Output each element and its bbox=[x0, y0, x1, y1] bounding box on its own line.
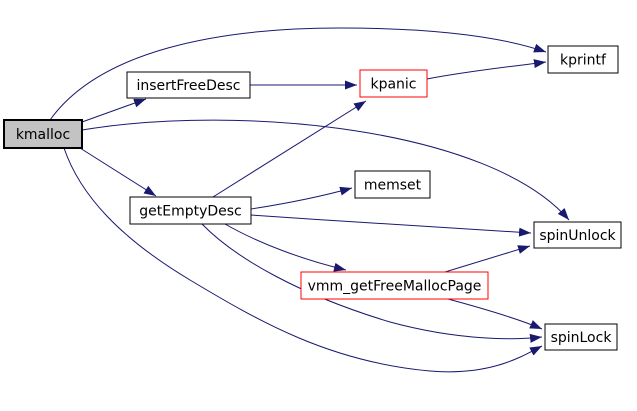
node-label-spinLock: spinLock bbox=[551, 330, 613, 346]
node-kmalloc[interactable]: kmalloc bbox=[3, 119, 83, 149]
node-box-spinLock[interactable] bbox=[544, 323, 618, 351]
node-box-kmalloc[interactable] bbox=[3, 119, 83, 149]
node-label-kprintf: kprintf bbox=[560, 53, 607, 69]
edge-kmalloc-spinUnlock bbox=[81, 119, 570, 221]
edge-vmm_getFreeMallocPage-spinLock bbox=[447, 298, 543, 330]
node-label-memset: memset bbox=[364, 178, 422, 194]
edge-kmalloc-kprintf bbox=[49, 27, 547, 121]
node-getEmptyDesc[interactable]: getEmptyDesc bbox=[129, 196, 252, 225]
node-insertFreeDesc[interactable]: insertFreeDesc bbox=[126, 71, 251, 99]
edge-getEmptyDesc-memset bbox=[250, 186, 353, 210]
node-label-getEmptyDesc: getEmptyDesc bbox=[139, 204, 242, 220]
node-spinLock[interactable]: spinLock bbox=[544, 323, 618, 351]
node-spinUnlock[interactable]: spinUnlock bbox=[533, 221, 622, 249]
edge-kmalloc-getEmptyDesc bbox=[79, 147, 157, 197]
edge-kmalloc-insertFreeDesc bbox=[81, 98, 147, 123]
node-memset[interactable]: memset bbox=[354, 170, 431, 199]
edge-getEmptyDesc-kpanic bbox=[212, 100, 367, 198]
node-label-kmalloc: kmalloc bbox=[16, 127, 70, 143]
node-vmm_getFreeMallocPage[interactable]: vmm_getFreeMallocPage bbox=[300, 271, 489, 300]
node-kprintf[interactable]: kprintf bbox=[547, 45, 619, 74]
node-label-spinUnlock: spinUnlock bbox=[539, 228, 616, 244]
node-label-kpanic: kpanic bbox=[370, 77, 416, 93]
edge-kmalloc-spinLock bbox=[63, 147, 543, 373]
node-box-spinUnlock[interactable] bbox=[533, 221, 622, 249]
node-box-getEmptyDesc[interactable] bbox=[129, 196, 252, 225]
node-box-insertFreeDesc[interactable] bbox=[126, 71, 251, 99]
node-box-kpanic[interactable] bbox=[359, 69, 428, 98]
edge-getEmptyDesc-spinLock bbox=[201, 223, 543, 343]
node-kpanic[interactable]: kpanic bbox=[359, 69, 428, 98]
node-box-vmm_getFreeMallocPage[interactable] bbox=[300, 271, 489, 300]
node-label-vmm_getFreeMallocPage: vmm_getFreeMallocPage bbox=[308, 279, 482, 295]
node-box-kprintf[interactable] bbox=[547, 45, 619, 74]
node-label-insertFreeDesc: insertFreeDesc bbox=[136, 78, 240, 94]
edge-kpanic-kprintf bbox=[426, 59, 547, 80]
edge-vmm_getFreeMallocPage-spinUnlock bbox=[444, 245, 531, 273]
edge-getEmptyDesc-vmm_getFreeMallocPage bbox=[224, 223, 347, 272]
node-box-memset[interactable] bbox=[354, 170, 431, 199]
edge-getEmptyDesc-spinUnlock bbox=[250, 214, 532, 237]
